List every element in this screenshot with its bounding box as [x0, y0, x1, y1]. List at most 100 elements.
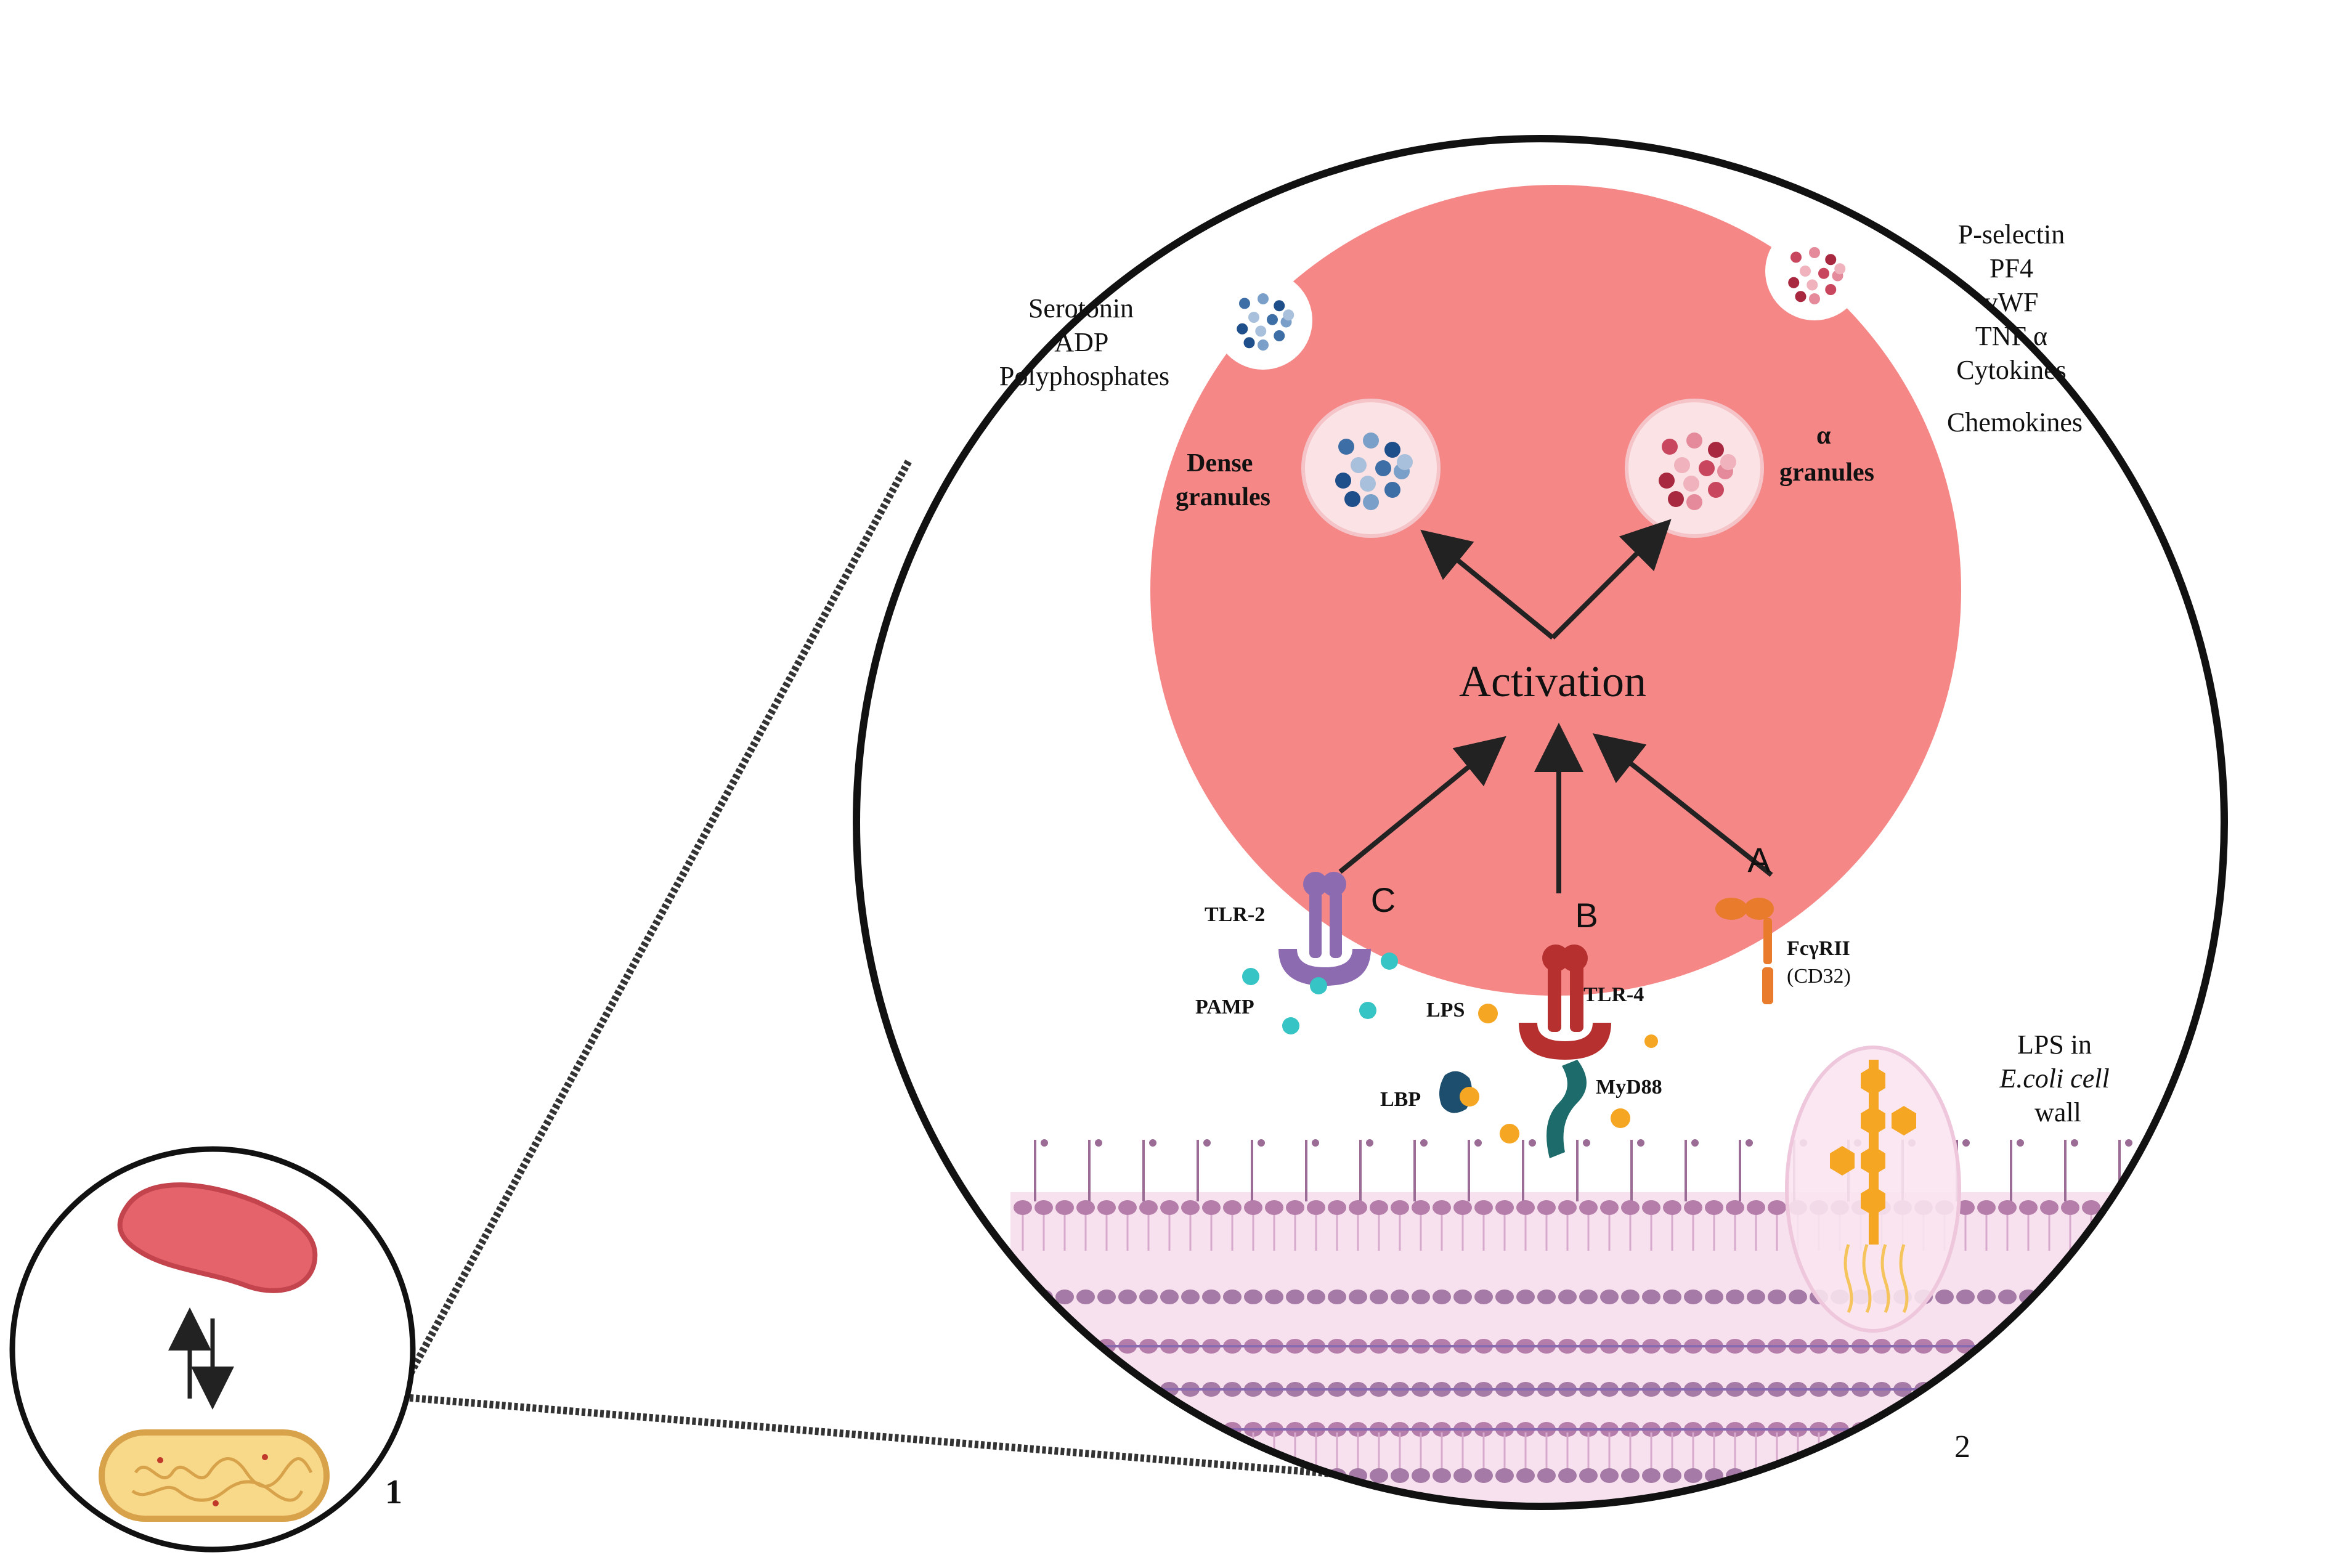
granule-dot: [1274, 300, 1285, 312]
lipid-head: [1307, 1200, 1325, 1215]
lipid-head: [1663, 1290, 1681, 1304]
lipid-head: [1014, 1339, 1032, 1354]
lipid-head: [1935, 1290, 1954, 1304]
lipid-head: [1621, 1200, 1640, 1215]
activation-label: Activation: [1459, 657, 1646, 706]
fcgrii-line: (CD32): [1787, 965, 1851, 988]
granule-dot: [1720, 454, 1736, 470]
lipid-head: [2019, 1382, 2038, 1397]
alpha-granules-label: α granules: [1779, 421, 1874, 487]
alpha-granules-line: α: [1816, 421, 1831, 450]
lipid-head: [1412, 1200, 1430, 1215]
lps-molecules: [1460, 1004, 1658, 1144]
lipid-head: [1516, 1200, 1535, 1215]
lipid-head: [1914, 1468, 1933, 1483]
membrane-stalk-head: [2071, 1139, 2078, 1147]
lipid-head: [2103, 1339, 2121, 1354]
lipid-head: [1202, 1290, 1221, 1304]
lipid-head: [1789, 1468, 1807, 1483]
lipid-head: [1181, 1468, 1200, 1483]
granule-dot: [1258, 293, 1269, 304]
granule-dot: [1674, 457, 1690, 473]
granule-dot: [1344, 491, 1360, 507]
lipid-head: [1055, 1200, 1074, 1215]
granule-dot: [1239, 298, 1250, 309]
dense-release-vesicle: [1214, 271, 1312, 370]
lipid-head: [2124, 1422, 2142, 1437]
lipid-head: [1097, 1422, 1116, 1437]
pamp-molecules: [1242, 953, 1398, 1034]
lipid-head: [1621, 1290, 1640, 1304]
lipid-head: [2124, 1382, 2142, 1397]
lipid-head: [1600, 1290, 1619, 1304]
lipid-head: [2124, 1200, 2142, 1215]
lipid-head: [1977, 1468, 1996, 1483]
membrane-stalk-head: [1420, 1139, 1428, 1147]
lipid-head: [1097, 1290, 1116, 1304]
lipid-head: [1055, 1468, 1074, 1483]
granule-dot: [1351, 457, 1367, 473]
alpha-release-vesicle: [1765, 222, 1864, 320]
granule-dot: [1283, 309, 1294, 321]
lipid-head: [1349, 1290, 1367, 1304]
lipid-head: [1998, 1468, 2017, 1483]
lipid-head: [1286, 1290, 1304, 1304]
lipid-head: [1893, 1468, 1912, 1483]
lipid-head: [1935, 1382, 1954, 1397]
membrane-stalk-head: [1312, 1139, 1319, 1147]
lps-cell-wall-bubble: [1785, 1046, 1961, 1333]
lipid-head: [1076, 1290, 1095, 1304]
lipid-head: [1370, 1200, 1388, 1215]
lipid-head: [1160, 1200, 1179, 1215]
platelet-icon: [117, 1182, 318, 1293]
lipid-head: [2082, 1339, 2100, 1354]
dense-granule: [1301, 399, 1441, 538]
lipid-head: [1956, 1200, 1975, 1215]
lipid-head: [1370, 1290, 1388, 1304]
tlr4-receptor-icon: [1519, 944, 1611, 1060]
granule-dot: [1809, 293, 1820, 304]
lipid-head: [2103, 1422, 2121, 1437]
pathway-a-label: A: [1747, 840, 1771, 879]
lipid-head: [2082, 1382, 2100, 1397]
lipid-head: [1998, 1290, 2017, 1304]
lipid-head: [1705, 1290, 1723, 1304]
lipid-head: [1789, 1290, 1807, 1304]
lipid-head: [2040, 1200, 2059, 1215]
membrane-stalk-head: [1746, 1139, 1753, 1147]
granule-dot: [1825, 254, 1837, 266]
lipid-head: [2019, 1468, 2038, 1483]
lipid-head: [1097, 1382, 1116, 1397]
alpha-granule: [1625, 399, 1764, 538]
lipid-head: [1642, 1468, 1660, 1483]
lipid-head: [1412, 1290, 1430, 1304]
lipid-head: [2061, 1422, 2079, 1437]
lipid-head: [1872, 1468, 1891, 1483]
lipid-head: [1914, 1422, 1933, 1437]
granule-dot: [1686, 494, 1702, 510]
alpha-granules-line: granules: [1779, 458, 1874, 487]
lipid-head: [1076, 1422, 1095, 1437]
lipid-head: [2124, 1339, 2142, 1354]
lipid-head: [1097, 1200, 1116, 1215]
lps-in-wall-line: wall: [2034, 1097, 2081, 1127]
lipid-head: [1768, 1290, 1786, 1304]
lipid-head: [1014, 1382, 1032, 1397]
granule-dot: [1807, 279, 1818, 291]
lipid-head: [1998, 1382, 2017, 1397]
granule-dot: [1800, 266, 1811, 277]
lipid-head: [1579, 1290, 1598, 1304]
granule-dot: [1360, 476, 1376, 492]
lipid-head: [1181, 1200, 1200, 1215]
lipid-head: [1872, 1422, 1891, 1437]
lipid-head: [1223, 1200, 1242, 1215]
lipid-head: [1223, 1468, 1242, 1483]
lipid-head: [1412, 1468, 1430, 1483]
lipid-head: [1139, 1290, 1158, 1304]
panel-2-label: 2: [1954, 1429, 1970, 1464]
lipid-head: [1014, 1468, 1032, 1483]
lipid-head: [1768, 1200, 1786, 1215]
lipid-head: [2124, 1468, 2142, 1483]
granule-dot: [1338, 439, 1354, 455]
dense-content-item: Serotonin: [1028, 293, 1134, 323]
